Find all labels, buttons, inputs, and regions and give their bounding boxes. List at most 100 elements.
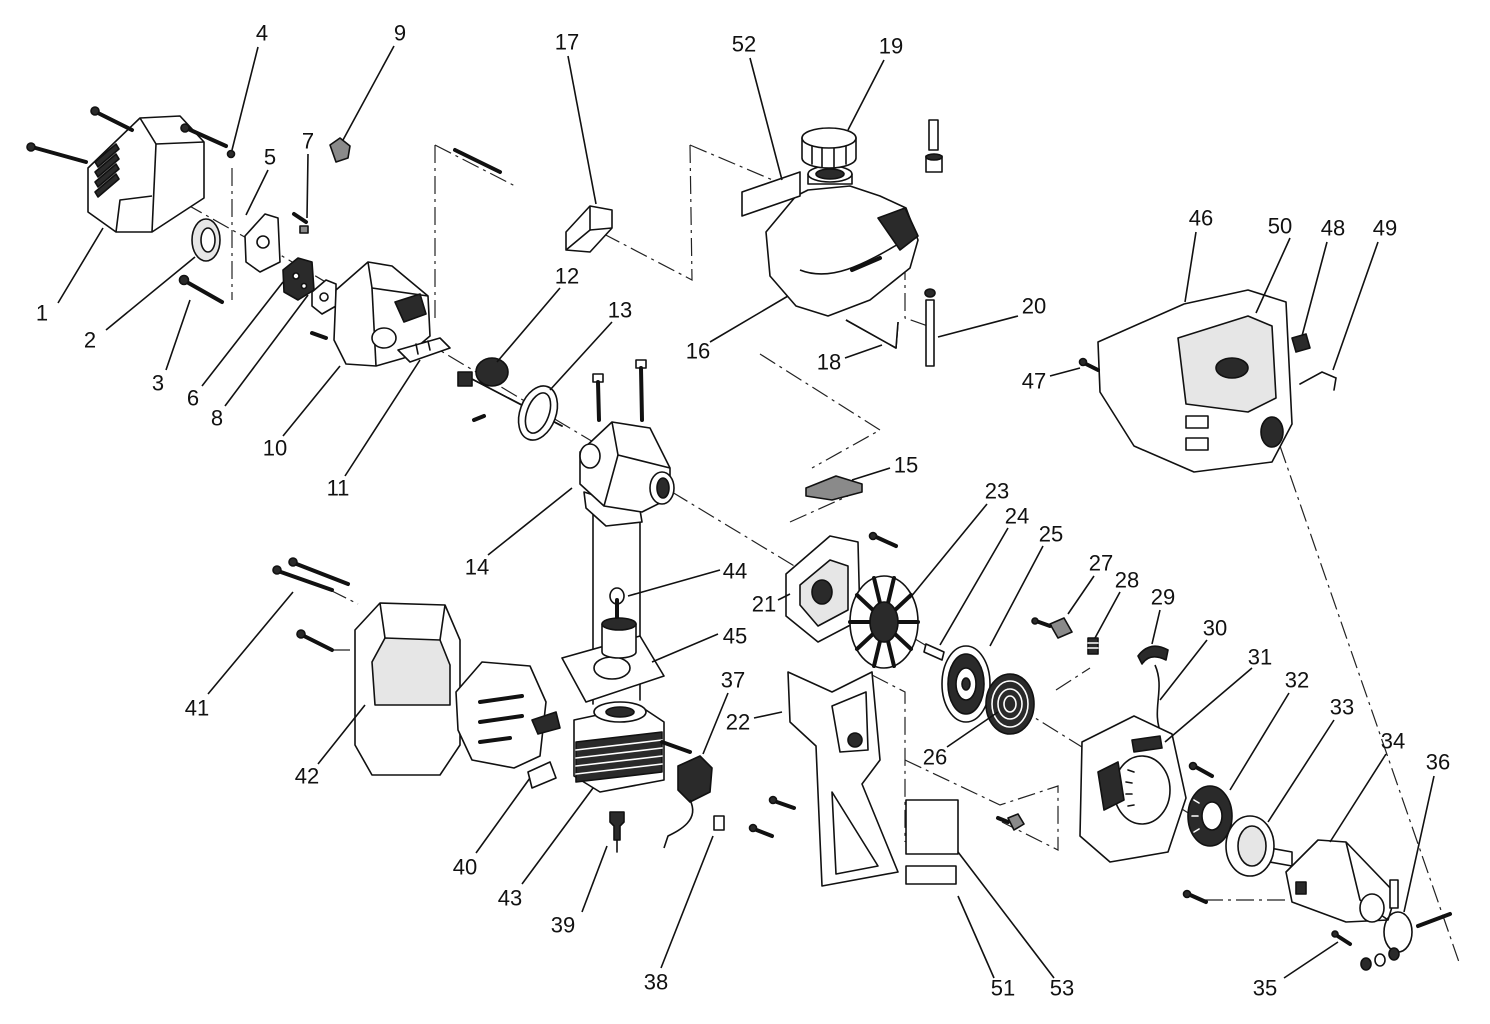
part-1-air-filter-cover-shape-7 [94, 163, 120, 188]
part-label-49: 49 [1373, 216, 1397, 241]
muffler-shape-2 [478, 694, 524, 704]
part-10-carburetor-body-shape-4 [371, 327, 397, 349]
leader-line-1 [57, 227, 104, 304]
leader-lines [57, 45, 1435, 979]
part-1-air-filter-cover-shape-8 [94, 173, 120, 198]
leader-line-23 [909, 503, 988, 599]
part-label-12: 12 [555, 264, 579, 289]
part-label-23: 23 [985, 479, 1009, 504]
leader-line-19 [847, 59, 885, 131]
part-28-spring [1087, 637, 1099, 655]
part-label-3: 3 [152, 371, 164, 396]
cover-screws [26, 106, 228, 164]
part-label-7: 7 [302, 129, 314, 154]
part-40-plate [527, 711, 561, 789]
muffler-shape-4 [478, 736, 512, 744]
part-20-rod-shape-1 [925, 299, 935, 367]
cover-screws-shape-5 [184, 126, 228, 148]
part-label-11: 11 [327, 476, 350, 501]
leader-line-43 [521, 787, 594, 885]
part-9-fitting-shape-1 [329, 137, 351, 163]
part-51-decal [905, 865, 957, 885]
part-40-plate-shape-2 [531, 711, 561, 735]
part-label-27: 27 [1089, 551, 1113, 576]
part-26-recoil-spring-shape-3 [997, 688, 1023, 720]
alignment-lines-shape-5 [1279, 445, 1461, 966]
alignment-lines-shape-15 [904, 759, 1059, 851]
tank-screw-spacer-shape-1 [928, 119, 939, 151]
part-label-40: 40 [453, 855, 477, 880]
part-31-recoil-housing-shape-5 [1127, 769, 1135, 773]
part-41-bolts-shape-1 [276, 569, 334, 592]
leader-line-20 [937, 315, 1019, 338]
part-39-spark-plug-shape-1 [609, 811, 625, 841]
part-22-bracket-shape-3 [831, 791, 879, 875]
part-label-22: 22 [726, 710, 750, 735]
housing-screws-shape-5 [996, 816, 1010, 824]
housing-screws-shape-1 [1192, 764, 1214, 778]
part-8-gasket-shape-2 [319, 292, 329, 302]
leader-line-30 [1159, 639, 1208, 701]
part-20-rod [924, 288, 936, 367]
leader-line-12 [496, 287, 561, 363]
part-label-10: 10 [263, 436, 287, 461]
part-41-bolts-shape-5 [300, 633, 334, 652]
part-46-engine-shroud-shape-5 [1185, 437, 1209, 451]
part-21-backplate-shape-3 [811, 579, 833, 605]
part-6-carburetor-shape-2 [292, 272, 300, 280]
cover-screws-shape-6 [180, 123, 190, 133]
part-36-shaft-clamp-shape-4 [1360, 957, 1372, 971]
part-10-carburetor-body-shape-3 [371, 287, 377, 367]
leader-line-16 [709, 295, 789, 343]
part-11-bracket-shape-3 [427, 340, 431, 351]
part-label-44: 44 [723, 559, 747, 584]
plate-screw-shape-2 [868, 531, 878, 541]
leader-line-37 [702, 692, 729, 755]
leader-line-21 [777, 593, 791, 601]
part-11-bracket-shape-2 [415, 343, 419, 355]
part-label-32: 32 [1285, 668, 1309, 693]
part-label-9: 9 [394, 21, 406, 46]
part-24-pin-shape-1 [923, 643, 945, 661]
part-4-pin [226, 149, 236, 159]
part-23-flywheel-shape-8 [855, 593, 875, 612]
crankcase-screws-shape-4 [639, 366, 644, 422]
part-33-clutch-drum-shape-3 [1237, 825, 1267, 867]
part-29-pawl [1137, 645, 1169, 665]
part-label-41: 41 [185, 696, 209, 721]
part-47-screw [1078, 357, 1100, 372]
part-3-bolt-shape-2 [178, 274, 190, 286]
part-53-decal [905, 799, 959, 855]
part-25-pulley [941, 645, 991, 723]
part-label-38: 38 [644, 970, 668, 995]
part-label-28: 28 [1115, 568, 1139, 593]
part-32-drive-gear [1187, 785, 1233, 847]
part-34-drive-housing-shape-3 [1359, 893, 1385, 923]
part-46-engine-shroud-shape-3 [1215, 357, 1249, 379]
part-15-clip-shape-1 [805, 475, 863, 501]
part-35-screw-shape-2 [1331, 930, 1339, 938]
part-6-carburetor-shape-3 [300, 282, 308, 290]
part-44-piston-shape-4 [601, 617, 637, 631]
part-label-39: 39 [551, 913, 575, 938]
part-45-gasket [561, 635, 665, 703]
part-43-cylinder-shape-2 [575, 731, 663, 783]
part-37-ignition-module [660, 740, 713, 849]
part-16-fuel-tank-shape-2 [799, 239, 906, 275]
part-label-42: 42 [295, 764, 319, 789]
housing-screws-shape-4 [1182, 889, 1192, 899]
part-22-bracket [787, 671, 899, 887]
leader-line-18 [844, 344, 883, 359]
part-label-21: 21 [752, 592, 776, 617]
throttle-rod [453, 148, 502, 174]
part-39-spark-plug [609, 811, 625, 853]
leader-line-26 [946, 711, 999, 748]
part-11-bracket [397, 337, 451, 363]
tank-screw-spacer-shape-3 [925, 153, 943, 161]
part-label-26: 26 [923, 745, 947, 770]
crankcase-screws-shape-2 [596, 380, 601, 422]
part-14-crankcase [579, 421, 675, 705]
leader-line-42 [317, 704, 366, 765]
part-26-recoil-spring-shape-2 [991, 680, 1029, 728]
part-21-backplate [785, 535, 861, 643]
